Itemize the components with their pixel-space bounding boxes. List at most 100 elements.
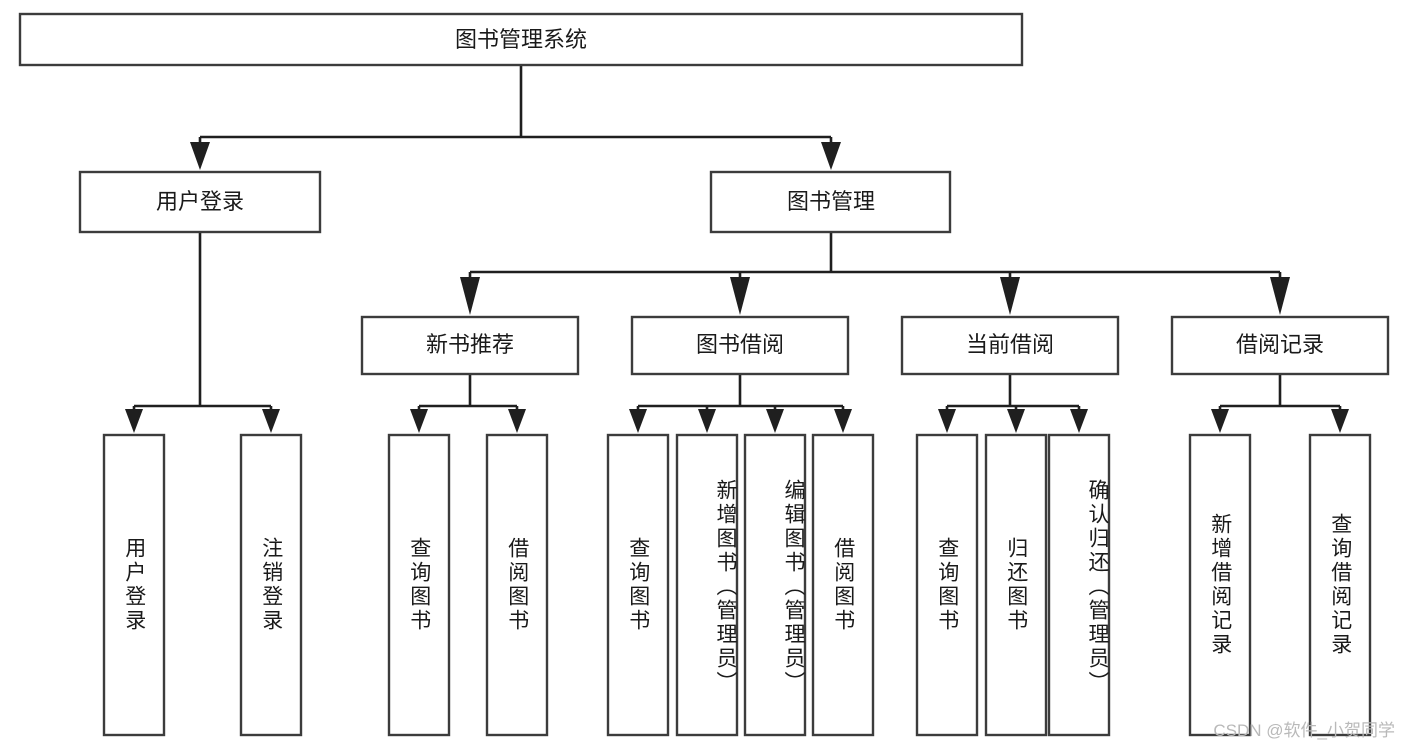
leaf-text-wrap-user-login: 用户登录: [122, 537, 146, 633]
node-borrow-record[interactable]: 借阅记录: [1170, 315, 1390, 376]
node-user-login[interactable]: 用户登录: [78, 170, 322, 234]
leaf-label-borrow-book-recommend: 借阅图书: [505, 537, 529, 633]
arrow-head-userlogin-2: [262, 409, 280, 433]
node-box-current-borrow[interactable]: [900, 315, 1120, 376]
leaf-node-query-book-borrow[interactable]: 查询图书: [606, 433, 670, 737]
leaf-text-wrap-borrow-book-recommend: 借阅图书: [505, 537, 529, 633]
leaf-box-return-book[interactable]: [984, 433, 1048, 737]
node-book-borrow[interactable]: 图书借阅: [630, 315, 850, 376]
leaf-box-add-borrow-record[interactable]: [1188, 433, 1252, 737]
node-root-system[interactable]: 图书管理系统: [18, 12, 1024, 67]
leaf-text-wrap-query-borrow-record: 查询借阅记录: [1328, 513, 1352, 657]
arrow-head-root-2: [821, 142, 841, 170]
node-box-book-borrow[interactable]: [630, 315, 850, 376]
connector-group-borrow-record: [1211, 374, 1349, 433]
arrow-head-bookmgmt-3: [1000, 277, 1020, 315]
node-label-book-borrow: 图书借阅: [696, 332, 784, 357]
arrow-head-newbook-1: [410, 409, 428, 433]
node-new-book-recommend[interactable]: 新书推荐: [360, 315, 580, 376]
leaf-text-wrap-confirm-return-admin: 确认归还（管理员）: [1086, 479, 1109, 695]
leaf-text-wrap-query-book-recommend: 查询图书: [408, 537, 431, 633]
node-label-root: 图书管理系统: [455, 27, 587, 52]
leaf-node-borrow-book[interactable]: 借阅图书: [811, 433, 875, 737]
leaf-node-query-book-current[interactable]: 查询图书: [915, 433, 979, 737]
leaf-box-add-book-admin[interactable]: [675, 433, 739, 737]
leaf-label-query-book-current: 查询图书: [935, 537, 959, 633]
leaf-box-user-login[interactable]: [102, 433, 166, 737]
leaf-text-wrap-logout: 注销登录: [259, 537, 283, 633]
arrow-head-record-1: [1211, 409, 1229, 433]
leaf-node-borrow-book-recommend[interactable]: 借阅图书: [485, 433, 549, 737]
node-label-user-login: 用户登录: [156, 189, 244, 214]
leaf-box-borrow-book[interactable]: [811, 433, 875, 737]
leaf-label-query-book-borrow: 查询图书: [626, 537, 650, 633]
node-label-current-borrow: 当前借阅: [966, 332, 1054, 357]
connector-group-new-book: [410, 374, 526, 433]
leaf-node-return-book[interactable]: 归还图书: [984, 433, 1048, 737]
node-label-new-book-recommend: 新书推荐: [426, 332, 514, 357]
arrow-head-current-1: [938, 409, 956, 433]
leaf-node-edit-book-admin[interactable]: 编辑图书（管理员）: [743, 433, 807, 737]
leaf-text-wrap-add-book-admin: 新增图书（管理员）: [714, 479, 737, 695]
leaf-label-add-borrow-record: 新增借阅记录: [1208, 513, 1232, 657]
arrow-head-bookmgmt-1: [460, 277, 480, 315]
arrow-head-record-2: [1331, 409, 1349, 433]
node-label-borrow-record: 借阅记录: [1236, 332, 1324, 357]
leaf-box-query-book-recommend[interactable]: [387, 433, 451, 737]
leaf-text-wrap-query-book-current: 查询图书: [935, 537, 959, 633]
leaf-text-wrap-query-book-borrow: 查询图书: [626, 537, 650, 633]
leaf-box-confirm-return-admin[interactable]: [1047, 433, 1111, 737]
leaf-node-query-book-recommend[interactable]: 查询图书: [387, 433, 451, 737]
node-box-user-login[interactable]: [78, 170, 322, 234]
node-box-book-management[interactable]: [709, 170, 952, 234]
leaf-node-user-login[interactable]: 用户登录: [102, 433, 166, 737]
leaf-node-query-borrow-record[interactable]: 查询借阅记录: [1308, 433, 1372, 737]
node-box-new-book-recommend[interactable]: [360, 315, 580, 376]
leaf-box-query-book-current[interactable]: [915, 433, 979, 737]
arrow-head-borrow-3: [766, 409, 784, 433]
leaf-text-wrap-return-book: 归还图书: [1004, 537, 1028, 633]
connector-group-current-borrow: [938, 374, 1088, 433]
leaf-box-edit-book-admin[interactable]: [743, 433, 807, 737]
leaf-label-logout: 注销登录: [259, 537, 283, 633]
node-box-borrow-record[interactable]: [1170, 315, 1390, 376]
arrow-head-bookmgmt-2: [730, 277, 750, 315]
leaf-text-wrap-borrow-book: 借阅图书: [831, 537, 855, 633]
leaf-label-user-login: 用户登录: [122, 537, 146, 633]
leaf-box-logout[interactable]: [239, 433, 303, 737]
leaf-label-query-borrow-record: 查询借阅记录: [1328, 513, 1352, 657]
arrow-head-newbook-2: [508, 409, 526, 433]
arrow-head-borrow-4: [834, 409, 852, 433]
arrow-head-current-3: [1070, 409, 1088, 433]
leaf-box-query-book-borrow[interactable]: [606, 433, 670, 737]
arrow-head-bookmgmt-4: [1270, 277, 1290, 315]
leaf-node-add-book-admin[interactable]: 新增图书（管理员）: [675, 433, 739, 737]
leaf-text-wrap-add-borrow-record: 新增借阅记录: [1208, 513, 1232, 657]
arrow-head-current-2: [1007, 409, 1025, 433]
connector-group-borrow: [629, 374, 852, 433]
connector-group-root: [190, 65, 841, 170]
arrow-head-root-1: [190, 142, 210, 170]
arrow-head-borrow-1: [629, 409, 647, 433]
node-current-borrow[interactable]: 当前借阅: [900, 315, 1120, 376]
arrow-head-userlogin-1: [125, 409, 143, 433]
node-box-root[interactable]: [18, 12, 1024, 67]
leaf-label-return-book: 归还图书: [1004, 537, 1028, 633]
leaf-node-add-borrow-record[interactable]: 新增借阅记录: [1188, 433, 1252, 737]
leaf-text-wrap-edit-book-admin: 编辑图书（管理员）: [782, 479, 805, 695]
connector-group-user-login: [125, 232, 280, 433]
leaf-box-borrow-book-recommend[interactable]: [485, 433, 549, 737]
leaf-box-query-borrow-record[interactable]: [1308, 433, 1372, 737]
node-label-book-management: 图书管理: [787, 189, 875, 214]
leaf-node-logout[interactable]: 注销登录: [239, 433, 303, 737]
leaf-label-add-book-admin: 新增图书（管理员）: [714, 479, 737, 695]
leaf-label-confirm-return-admin: 确认归还（管理员）: [1086, 479, 1109, 695]
arrow-head-borrow-2: [698, 409, 716, 433]
leaf-label-edit-book-admin: 编辑图书（管理员）: [782, 479, 805, 695]
leaf-label-borrow-book: 借阅图书: [831, 537, 855, 633]
csdn-watermark: CSDN @软件_小贺同学: [1213, 721, 1395, 740]
leaf-node-confirm-return-admin[interactable]: 确认归还（管理员）: [1047, 433, 1111, 737]
node-book-management[interactable]: 图书管理: [709, 170, 952, 234]
